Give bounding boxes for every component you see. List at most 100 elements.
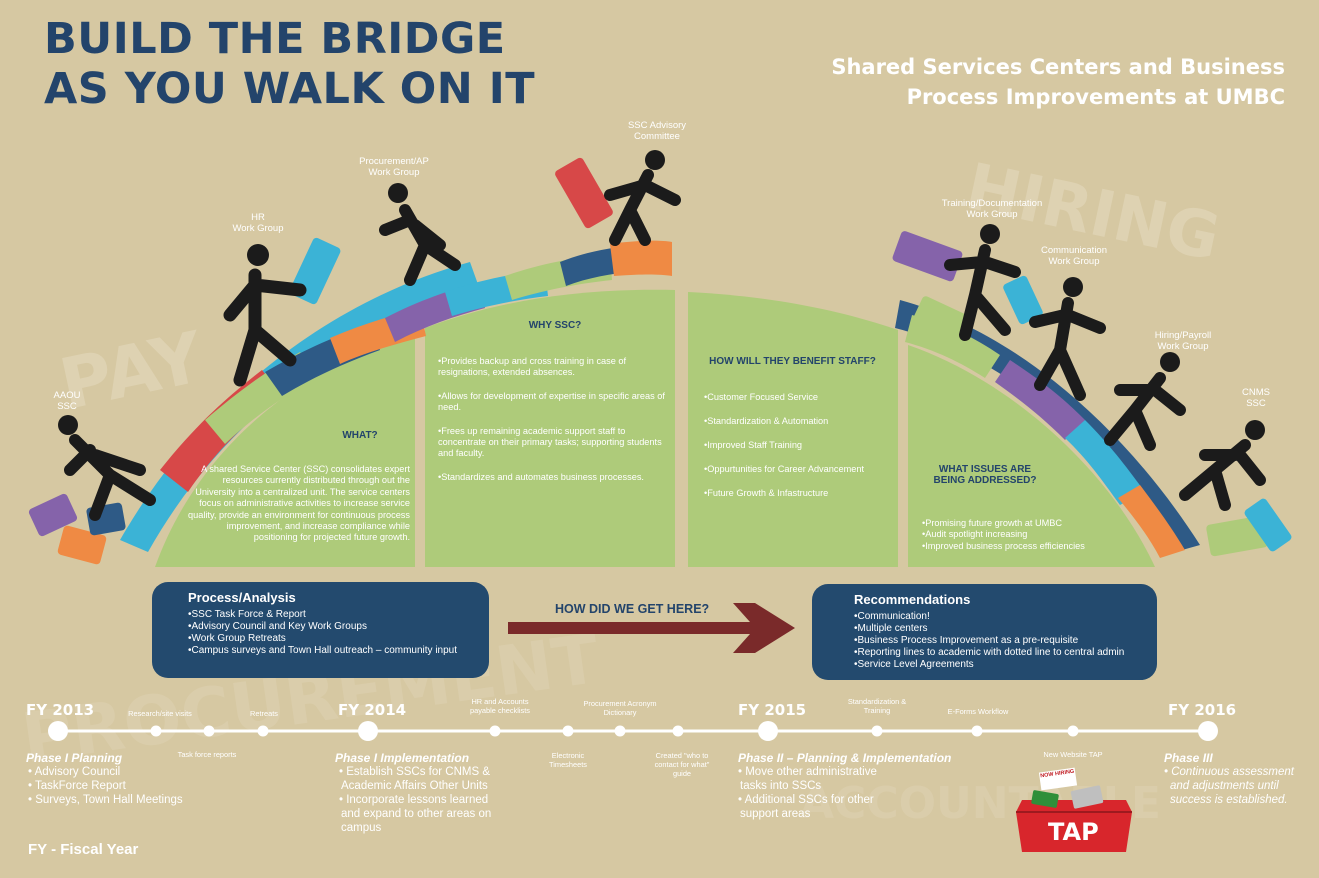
process-item: •Work Group Retreats	[188, 633, 286, 644]
figure-procurement	[379, 183, 461, 286]
bridge-illustration	[28, 150, 1292, 567]
phase-item: • Move other administrative	[738, 766, 877, 778]
benefit-list: •Customer Focused Service •Standardizati…	[704, 392, 894, 512]
fy-2016: FY 2016	[1168, 701, 1237, 719]
figure-advisory	[604, 150, 681, 246]
recommendations-box: Recommendations •Communication! •Multipl…	[812, 584, 1157, 680]
why-item: •Frees up remaining academic support sta…	[438, 425, 662, 459]
phase-item: and expand to other areas on	[341, 808, 492, 820]
page-subtitle: Shared Services Centers and Business Pro…	[831, 55, 1285, 109]
benefit-item: •Standardization & Automation	[704, 415, 829, 426]
benefit-item: •Future Growth & Infastructure	[704, 487, 829, 498]
issues-item: •Promising future growth at UMBC	[922, 518, 1063, 528]
phase-item: • Additional SSCs for other	[738, 794, 874, 806]
recommendation-item: •Service Level Agreements	[854, 659, 974, 670]
phase-item: campus	[341, 822, 382, 834]
loose-puzzle-pieces	[28, 157, 1292, 565]
phase-item: Academic Affairs Other Units	[341, 780, 488, 792]
what-heading: WHAT?	[342, 430, 378, 441]
recommendation-item: •Multiple centers	[854, 623, 928, 634]
process-analysis-box: Process/Analysis •SSC Task Force & Repor…	[152, 582, 489, 678]
issues-item: •Improved business process efficiencies	[922, 540, 1085, 551]
figure-cnms	[1179, 420, 1266, 511]
panel-why-shape	[425, 289, 675, 567]
milestone-standardization: Standardization & Training	[847, 697, 907, 715]
phase-1-implementation: Phase I Implementation • Establish SSCs …	[335, 751, 565, 835]
figure-communication	[1029, 277, 1106, 401]
process-item: •SSC Task Force & Report	[188, 609, 306, 620]
tap-logo: TAP	[1048, 818, 1099, 846]
why-item: •Allows for development of expertise in …	[438, 390, 665, 413]
phase-item: and adjustments until	[1170, 780, 1279, 792]
tap-toolbox: NOW HIRING TAP	[1012, 767, 1136, 856]
arrow-right-icon	[508, 603, 795, 653]
benefit-heading: HOW WILL THEY BENEFIT STAFF?	[709, 356, 876, 367]
stick-figures	[58, 150, 1266, 521]
phase-item: success is established.	[1170, 794, 1288, 806]
milestone-who-to-contact: Created "who to contact for what" guide	[654, 751, 710, 778]
figure-hr	[223, 244, 307, 387]
process-item: •Advisory Council and Key Work Groups	[188, 621, 367, 632]
phase-1-planning: Phase I Planning • Advisory Council • Ta…	[26, 751, 256, 807]
fy-2014: FY 2014	[338, 701, 407, 719]
page-title: BUILD THE BRIDGE AS YOU WALK ON IT	[44, 14, 536, 114]
benefit-item: •Improved Staff Training	[704, 439, 803, 450]
phase-item: • Surveys, Town Hall Meetings	[28, 794, 183, 806]
process-analysis-heading: Process/Analysis	[188, 590, 296, 605]
benefit-item: •Customer Focused Service	[704, 392, 819, 402]
phase-item: tasks into SSCs	[740, 780, 822, 792]
recommendation-item: •Business Process Improvement as a pre-r…	[854, 635, 1079, 646]
arrow-label: HOW DID WE GET HERE?	[555, 602, 710, 616]
figure-aaou	[58, 415, 156, 521]
fy-2013: FY 2013	[26, 701, 95, 719]
milestone-new-website: New Website TAP	[1043, 750, 1103, 759]
phase-3: Phase III • Continuous assessment and ad…	[1164, 751, 1314, 807]
phase-item: • Advisory Council	[28, 766, 121, 778]
milestone-acronym-dictionary: Procurement Acronym Dictionary	[583, 699, 657, 717]
figure-training	[944, 224, 1021, 341]
phase-item: • Incorporate lessons learned	[339, 794, 489, 806]
panel-benefit-shape	[688, 292, 898, 567]
figure-hiring	[1104, 352, 1186, 451]
fy-2015: FY 2015	[738, 701, 807, 719]
benefit-item: •Oppurtunities for Career Advancement	[704, 463, 864, 474]
milestone-task-force-reports: Task force reports	[177, 750, 237, 759]
recommendation-item: •Reporting lines to academic with dotted…	[854, 647, 1125, 658]
issues-item: •Audit spotlight increasing	[922, 529, 1028, 540]
timeline-line	[48, 721, 1218, 741]
milestone-hr-checklists: HR and Accounts payable checklists	[470, 697, 530, 715]
why-heading: WHY SSC?	[528, 320, 582, 331]
recommendation-item: •Communication!	[854, 611, 930, 622]
recommendations-heading: Recommendations	[854, 592, 971, 607]
panel-issues-shape	[908, 345, 1155, 567]
why-item: •Provides backup and cross training in c…	[438, 356, 627, 378]
fiscal-year-legend: FY - Fiscal Year	[28, 841, 139, 858]
phase-item: • Establish SSCs for CNMS &	[339, 766, 491, 778]
why-list: •Provides backup and cross training in c…	[438, 356, 666, 495]
phase-item: • TaskForce Report	[28, 780, 126, 792]
what-text: A shared Service Center (SSC) consolidat…	[188, 464, 410, 543]
bridge-arch	[120, 240, 1200, 558]
milestone-retreats: Retreats	[250, 709, 278, 718]
why-item: •Standardizes and automates business pro…	[438, 471, 644, 482]
toolbox-icon	[1016, 785, 1132, 852]
phase-item: support areas	[740, 808, 811, 820]
milestone-electronic-timesheets: Electronic Timesheets	[549, 751, 587, 769]
issues-list: •Promising future growth at UMBC •Audit …	[922, 518, 1142, 552]
process-item: •Campus surveys and Town Hall outreach –…	[188, 645, 457, 656]
phase-item: • Continuous assessment	[1164, 766, 1294, 778]
milestone-research: Research/site visits	[128, 709, 192, 718]
phase-2: Phase II – Planning & Implementation • M…	[738, 751, 988, 821]
milestone-eforms: E-Forms Workflow	[947, 707, 1009, 716]
panel-what-shape	[155, 330, 415, 567]
